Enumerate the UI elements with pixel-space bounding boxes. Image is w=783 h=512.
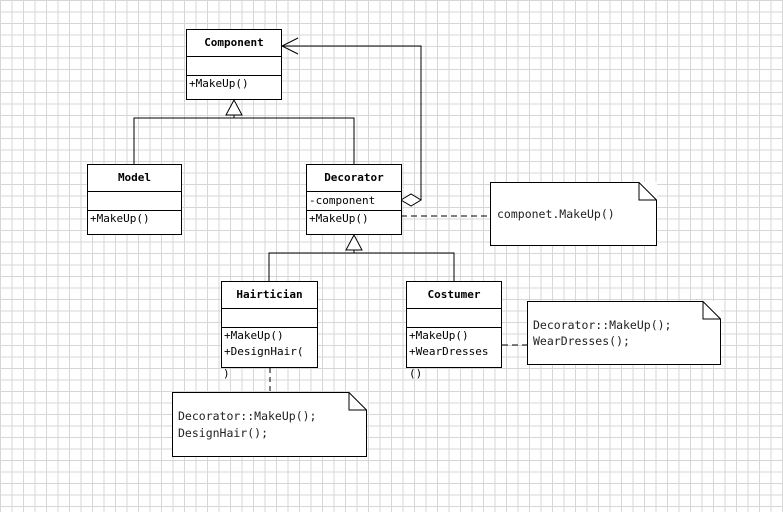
decorator-inheritance-arrow xyxy=(345,233,363,251)
class-operations: +MakeUp() xyxy=(307,211,401,227)
operation: +MakeUp() xyxy=(224,329,284,342)
aggregation-diamond xyxy=(400,193,422,207)
note-shape xyxy=(490,182,657,246)
class-name: Model xyxy=(88,165,181,192)
note-shape xyxy=(527,301,721,365)
operation: +MakeUp() xyxy=(309,212,369,225)
note-text-line: componet.MakeUp() xyxy=(497,207,615,221)
note-decorator[interactable]: componet.MakeUp() xyxy=(490,182,657,246)
class-operations: +MakeUp() +WearDresses xyxy=(407,328,501,360)
decorator-generalization-line xyxy=(234,117,355,164)
aggregation-line xyxy=(282,45,422,200)
operation: +WearDresses xyxy=(409,345,489,358)
class-attributes xyxy=(222,309,317,328)
class-name: Costumer xyxy=(407,282,501,309)
operation: +MakeUp() xyxy=(90,212,150,225)
class-attributes: -component xyxy=(307,192,401,211)
model-generalization-line xyxy=(133,117,234,164)
operation: +DesignHair( xyxy=(224,345,304,358)
operation: +MakeUp() xyxy=(189,77,249,90)
class-name: Hairtician xyxy=(222,282,317,309)
hairtician-operation-overflow: ) xyxy=(223,367,230,380)
class-hairtician[interactable]: Hairtician +MakeUp() +DesignHair( xyxy=(221,281,318,368)
note-shape xyxy=(172,392,367,457)
class-attributes xyxy=(187,57,281,76)
note-costumer[interactable]: Decorator::MakeUp(); WearDresses(); xyxy=(527,301,721,365)
class-operations: +MakeUp() +DesignHair( xyxy=(222,328,317,360)
aggregation-arrowhead xyxy=(280,37,299,55)
class-operations: +MakeUp() xyxy=(187,76,281,92)
component-inheritance-arrow xyxy=(225,98,243,116)
class-name: Decorator xyxy=(307,165,401,192)
operation: +MakeUp() xyxy=(409,329,469,342)
class-costumer[interactable]: Costumer +MakeUp() +WearDresses xyxy=(406,281,502,368)
note-text-line: Decorator::MakeUp(); xyxy=(178,409,317,423)
class-decorator[interactable]: Decorator -component +MakeUp() xyxy=(306,164,402,235)
class-name: Component xyxy=(187,30,281,57)
note-hairtician[interactable]: Decorator::MakeUp(); DesignHair(); xyxy=(172,392,367,457)
costumer-operation-overflow: () xyxy=(409,367,423,380)
class-attributes xyxy=(88,192,181,211)
note-text-line: Decorator::MakeUp(); xyxy=(533,318,672,332)
note-text-line: WearDresses(); xyxy=(533,334,630,348)
hairtician-generalization-line xyxy=(268,252,354,281)
class-attributes xyxy=(407,309,501,328)
note-text-line: DesignHair(); xyxy=(178,426,269,440)
costumer-generalization-line xyxy=(354,252,455,281)
class-operations: +MakeUp() xyxy=(88,211,181,227)
class-model[interactable]: Model +MakeUp() xyxy=(87,164,182,235)
class-component[interactable]: Component +MakeUp() xyxy=(186,29,282,100)
